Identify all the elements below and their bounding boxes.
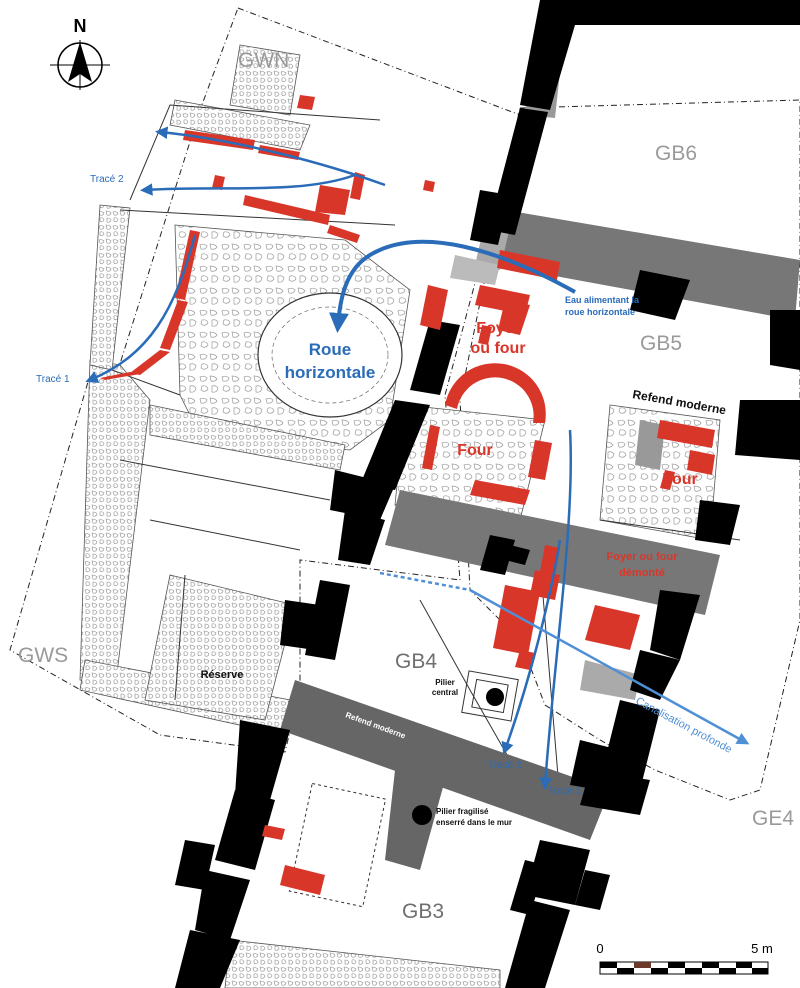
wall-outlines xyxy=(111,104,741,908)
zone-gwn: GWN xyxy=(238,49,289,72)
stone-rubble-areas xyxy=(79,44,721,988)
label-pilier-central-2: central xyxy=(432,688,458,697)
label-trace2-top: Tracé 2 xyxy=(90,174,124,185)
label-trace2-bottom: Tracé 2 xyxy=(488,760,522,771)
label-roue-1: Roue xyxy=(309,340,352,359)
zone-gws: GWS xyxy=(18,644,68,667)
north-label: N xyxy=(74,16,87,36)
label-eau-2: roue horizontale xyxy=(565,307,635,317)
label-eau-1: Eau alimentant la xyxy=(565,295,640,305)
scale-bar: 0 5 m xyxy=(596,941,773,975)
wheel-pit xyxy=(257,292,403,418)
zone-gb6: GB6 xyxy=(655,142,697,165)
black-walls xyxy=(175,0,800,988)
deep-channel xyxy=(379,571,750,745)
label-trace1-left: Tracé 1 xyxy=(36,374,70,385)
zone-ge4: GE4 xyxy=(752,807,794,830)
zone-gb4: GB4 xyxy=(395,650,437,673)
label-four-left: Four xyxy=(457,442,493,459)
north-arrow: N xyxy=(50,16,110,90)
water-channels xyxy=(85,126,576,790)
label-foyer-1: Foyer xyxy=(476,320,520,337)
label-pilier-central-1: Pilier xyxy=(435,678,455,687)
label-foyer-2: ou four xyxy=(470,340,525,357)
label-foyer-demonte-1: Foyer ou four xyxy=(607,551,679,563)
pilier-central xyxy=(461,670,519,722)
zone-gb5: GB5 xyxy=(640,332,682,355)
label-foyer-demonte-2: démonté xyxy=(619,567,665,579)
label-pilier-fragilise-1: Pilier fragilisé xyxy=(436,807,489,816)
label-roue-2: horizontale xyxy=(285,363,376,382)
zone-gb3: GB3 xyxy=(402,900,444,923)
label-reserve: Réserve xyxy=(201,669,244,681)
label-trace1-bottom: Tracé 1 xyxy=(548,786,582,797)
label-pilier-fragilise-2: enserré dans le mur xyxy=(436,818,512,827)
pilier-fragilise xyxy=(412,805,432,825)
brick-features xyxy=(100,95,715,895)
label-four-right: Four xyxy=(662,471,698,488)
scale-end: 5 m xyxy=(751,941,773,956)
scale-start: 0 xyxy=(596,941,603,956)
